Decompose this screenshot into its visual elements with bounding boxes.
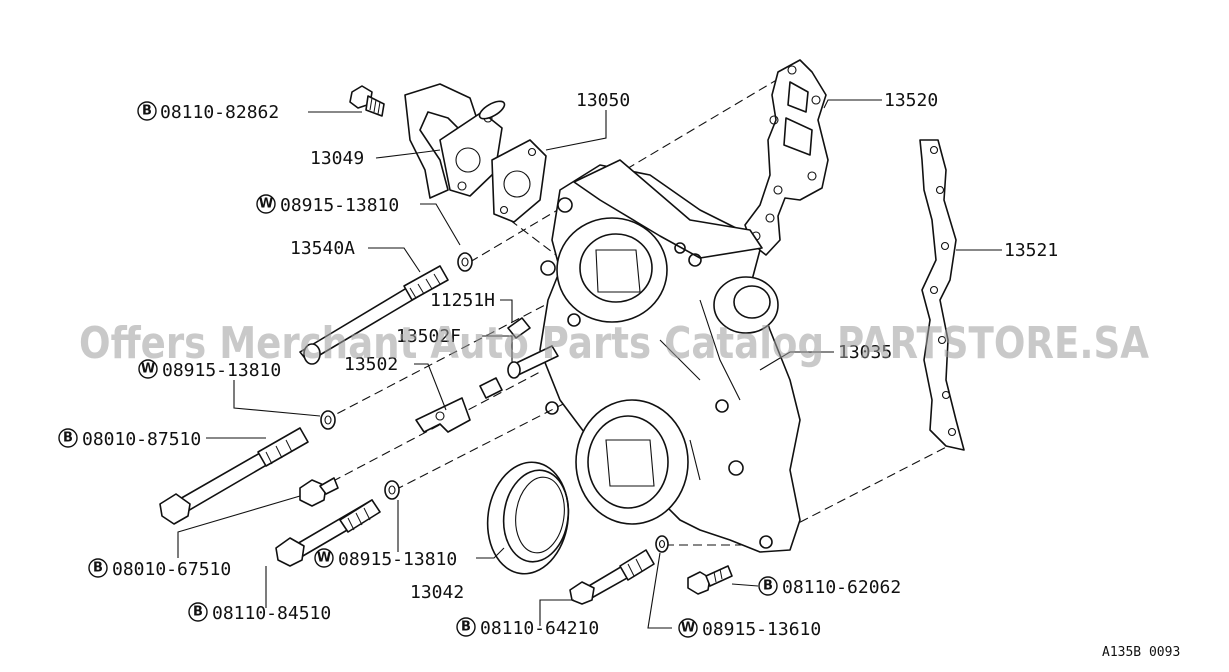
- washer-08915-13810-low[interactable]: [384, 480, 400, 500]
- washer-prefix-icon: [678, 618, 698, 638]
- gasket-13521[interactable]: [919, 139, 965, 451]
- gasket-13520[interactable]: [744, 59, 829, 256]
- svg-text:08110-82862: 08110-82862: [160, 102, 279, 123]
- bolt-prefix-icon: [758, 576, 778, 596]
- svg-text:08010-87510: 08010-87510: [82, 429, 201, 450]
- washer-prefix-icon: [138, 359, 158, 379]
- label-13540a[interactable]: 13540A: [290, 238, 355, 259]
- svg-text:W: W: [141, 362, 155, 377]
- bracket-13502[interactable]: [415, 377, 503, 433]
- spacer-13502f[interactable]: [507, 345, 559, 379]
- bolt-prefix-icon: [137, 101, 157, 121]
- svg-text:B: B: [461, 620, 471, 635]
- svg-text:08915-13810: 08915-13810: [280, 195, 399, 216]
- label-w-08915-13810-mid[interactable]: W 08915-13810: [138, 359, 281, 381]
- bolt-prefix-icon: [88, 558, 108, 578]
- watermark-text: Offers Merchant Auto Parts Catalog PARTS…: [79, 318, 1149, 369]
- label-b-08110-62062[interactable]: B 08110-62062: [758, 576, 901, 598]
- svg-text:B: B: [763, 579, 773, 594]
- svg-text:B: B: [93, 561, 103, 576]
- svg-text:B: B: [142, 104, 152, 119]
- label-13035[interactable]: 13035: [838, 342, 892, 363]
- bolt-prefix-icon: [58, 428, 78, 448]
- label-13520[interactable]: 13520: [884, 90, 938, 111]
- svg-text:W: W: [681, 621, 695, 636]
- svg-text:B: B: [63, 431, 73, 446]
- label-11251h[interactable]: 11251H: [430, 290, 495, 311]
- bolt-08110-62062[interactable]: [687, 565, 733, 595]
- label-w-08915-13810-low[interactable]: W 08915-13810: [314, 548, 457, 570]
- label-13049[interactable]: 13049: [310, 148, 364, 169]
- label-13502f[interactable]: 13502F: [396, 326, 461, 347]
- svg-text:08915-13810: 08915-13810: [338, 549, 457, 570]
- washer-prefix-icon: [314, 548, 334, 568]
- bolt-08010-67510[interactable]: [299, 477, 339, 507]
- bolt-prefix-icon: [456, 617, 476, 637]
- label-b-08010-87510[interactable]: B 08010-87510: [58, 428, 201, 450]
- svg-text:B: B: [193, 605, 203, 620]
- water-outlet-13049[interactable]: [404, 83, 507, 199]
- bolt-08010-87510[interactable]: [159, 427, 309, 525]
- svg-text:08110-62062: 08110-62062: [782, 577, 901, 598]
- stud-13540a[interactable]: [299, 265, 449, 365]
- svg-text:W: W: [317, 551, 331, 566]
- bolt-08110-82862[interactable]: [349, 85, 385, 117]
- diagram-code: A135B 0093: [1102, 645, 1180, 660]
- washer-08915-13810-top[interactable]: [457, 252, 473, 272]
- svg-text:W: W: [259, 197, 273, 212]
- label-13521[interactable]: 13521: [1004, 240, 1058, 261]
- label-b-08010-67510[interactable]: B 08010-67510: [88, 558, 231, 580]
- label-w-08915-13610[interactable]: W 08915-13610: [678, 618, 821, 640]
- bolt-08110-64210[interactable]: [569, 549, 655, 605]
- label-13042[interactable]: 13042: [410, 582, 464, 603]
- svg-text:08110-84510: 08110-84510: [212, 603, 331, 624]
- label-b-08110-84510[interactable]: B 08110-84510: [188, 602, 331, 624]
- washer-08915-13810-mid[interactable]: [320, 410, 336, 430]
- washer-prefix-icon: [256, 194, 276, 214]
- bolt-prefix-icon: [188, 602, 208, 622]
- leader-lines: [177, 99, 1002, 629]
- washer-08915-13610[interactable]: [655, 535, 669, 553]
- bolt-08110-84510[interactable]: [275, 499, 381, 567]
- prefixed-labels: B 08110-82862 W 08915-13810 W 08915-1381…: [58, 101, 901, 640]
- label-w-08915-13810-top[interactable]: W 08915-13810: [256, 194, 399, 216]
- part-labels: 13050 13520 13049 13540A 13521 11251H 13…: [290, 90, 1058, 603]
- label-b-08110-82862[interactable]: B 08110-82862: [137, 101, 279, 123]
- svg-text:08915-13810: 08915-13810: [162, 360, 281, 381]
- gasket-13050[interactable]: [491, 139, 547, 223]
- timing-cover-13035[interactable]: [539, 159, 801, 553]
- label-13050[interactable]: 13050: [576, 90, 630, 111]
- label-13502[interactable]: 13502: [344, 354, 398, 375]
- dowel-11251h[interactable]: [507, 317, 531, 339]
- svg-text:08110-64210: 08110-64210: [480, 618, 599, 639]
- label-b-08110-64210[interactable]: B 08110-64210: [456, 617, 599, 639]
- svg-text:08010-67510: 08010-67510: [112, 559, 231, 580]
- svg-text:08915-13610: 08915-13610: [702, 619, 821, 640]
- oil-seal-13042[interactable]: [481, 457, 576, 579]
